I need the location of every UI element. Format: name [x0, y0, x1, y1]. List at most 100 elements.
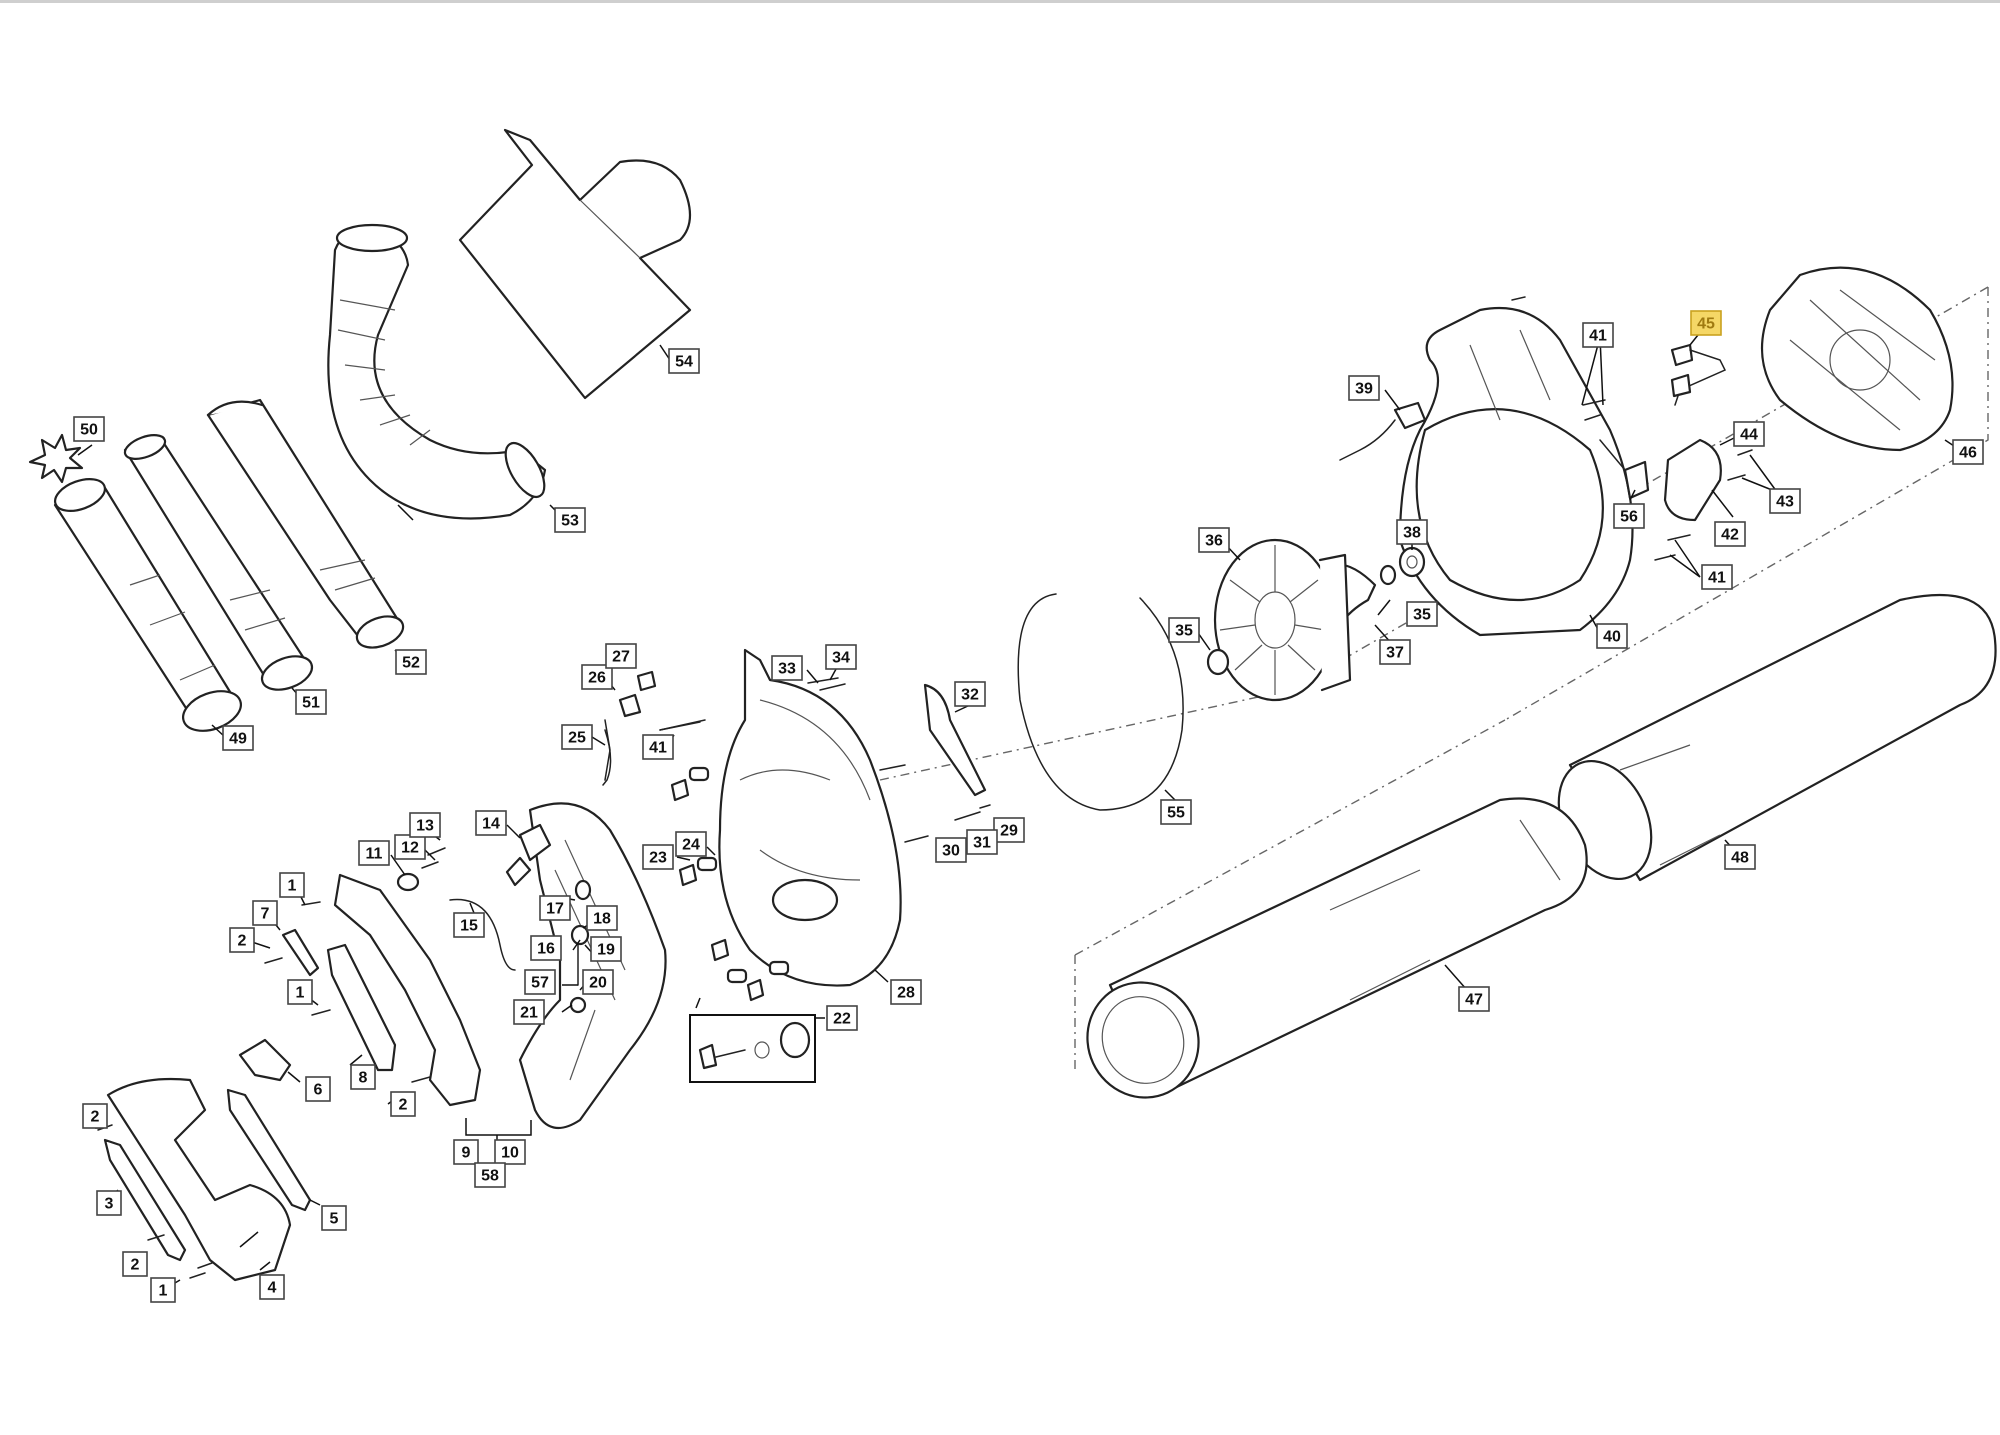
callout-number: 13	[416, 818, 434, 835]
callout-36: 36	[1198, 527, 1230, 553]
part-35-washer-lower	[1206, 648, 1230, 676]
callout-number: 2	[238, 933, 247, 950]
part-54-sheet	[458, 128, 692, 400]
callout-42: 42	[1714, 521, 1746, 547]
callout-number: 56	[1620, 509, 1638, 526]
callout-number: 33	[778, 661, 796, 678]
callout-29: 29	[993, 817, 1025, 843]
part-6-grommet	[238, 1038, 292, 1082]
callout-45-highlighted: 45	[1690, 310, 1722, 336]
callout-34: 34	[825, 644, 857, 670]
callout-48: 48	[1724, 844, 1756, 870]
part-14-fuel-cap-group	[505, 823, 552, 887]
callout-number: 2	[131, 1257, 140, 1274]
callout-number: 1	[296, 985, 305, 1002]
callout-11: 11	[358, 840, 390, 866]
callout-22: 22	[826, 1005, 858, 1031]
callout-31: 31	[966, 829, 998, 855]
part-10-housing-half	[518, 802, 667, 1130]
callout-40: 40	[1596, 623, 1628, 649]
part-11-dampers	[396, 847, 446, 892]
callout-9: 9	[453, 1139, 479, 1165]
callout-number: 27	[612, 649, 630, 666]
part-36-fan	[1213, 538, 1352, 702]
part-8-grip	[326, 943, 397, 1072]
part-51-tube	[123, 434, 314, 691]
callout-10: 10	[494, 1139, 526, 1165]
callout-56: 56	[1613, 503, 1645, 529]
callout-number: 39	[1355, 381, 1373, 398]
callout-number: 46	[1959, 445, 1977, 462]
callout-33: 33	[771, 655, 803, 681]
callout-8: 8	[350, 1064, 376, 1090]
callout-number: 1	[159, 1283, 168, 1300]
callout-16: 16	[530, 935, 562, 961]
callout-number: 52	[402, 655, 420, 672]
callout-21: 21	[513, 999, 545, 1025]
callout-14: 14	[475, 810, 507, 836]
callout-50: 50	[73, 416, 105, 442]
callout-number: 37	[1386, 645, 1404, 662]
part-52-tube	[206, 398, 405, 649]
callout-19: 19	[590, 936, 622, 962]
callout-7: 7	[252, 900, 278, 926]
callout-55: 55	[1160, 799, 1192, 825]
callout-57: 57	[524, 969, 556, 995]
callout-number: 19	[597, 942, 615, 959]
callout-number: 54	[675, 354, 693, 371]
part-47-tube	[1086, 797, 1588, 1099]
screws-41-43	[1511, 296, 1753, 561]
callout-32: 32	[954, 681, 986, 707]
callout-number: 22	[833, 1011, 851, 1028]
callout-24: 24	[675, 831, 707, 857]
callout-number: 23	[649, 850, 667, 867]
callout-number: 35	[1175, 623, 1193, 640]
callout-number: 58	[481, 1168, 499, 1185]
part-22-kit-box	[689, 1014, 816, 1083]
callout-15: 15	[453, 912, 485, 938]
callout-6: 6	[305, 1076, 331, 1102]
callout-number: 34	[832, 650, 850, 667]
callout-number: 38	[1403, 525, 1421, 542]
callout-number: 30	[942, 843, 960, 860]
callout-number: 14	[482, 816, 500, 833]
callout-58: 58	[474, 1162, 506, 1188]
callout-number: 4	[268, 1280, 277, 1297]
callout-number: 7	[261, 906, 270, 923]
parts-25-27-cable	[604, 670, 657, 781]
callout-28: 28	[890, 979, 922, 1005]
part-46-cover	[1760, 266, 1954, 452]
callout-47: 47	[1458, 986, 1490, 1012]
callout-44: 44	[1733, 421, 1765, 447]
callout-number: 1	[288, 878, 297, 895]
callout-25: 25	[561, 724, 593, 750]
callout-49: 49	[222, 725, 254, 751]
parts-33-34	[807, 677, 846, 691]
part-45-spring-clip	[1670, 343, 1727, 406]
callout-number: 21	[520, 1005, 538, 1022]
part-39-switch	[1339, 401, 1427, 461]
part-4-handle-lower	[106, 1077, 292, 1282]
callout-2: 2	[229, 927, 255, 953]
parts-29-31-screws	[879, 764, 991, 843]
callout-number: 8	[359, 1070, 368, 1087]
callout-1: 1	[279, 872, 305, 898]
callout-number: 25	[568, 730, 586, 747]
callout-12: 12	[394, 834, 426, 860]
callout-number: 6	[314, 1082, 323, 1099]
callout-number: 44	[1740, 427, 1758, 444]
callout-41: 41	[1701, 564, 1733, 590]
callout-number: 9	[462, 1145, 471, 1162]
part-32-cover-plate	[923, 683, 987, 797]
callout-number: 20	[589, 975, 607, 992]
callout-number: 41	[1708, 570, 1726, 587]
callout-41: 41	[642, 734, 674, 760]
callout-number: 32	[961, 687, 979, 704]
callout-number: 40	[1603, 629, 1621, 646]
callout-number: 12	[401, 840, 419, 857]
callout-number: 5	[330, 1211, 339, 1228]
callout-number: 24	[682, 837, 700, 854]
callout-1: 1	[150, 1277, 176, 1303]
part-42-latch	[1663, 438, 1722, 522]
